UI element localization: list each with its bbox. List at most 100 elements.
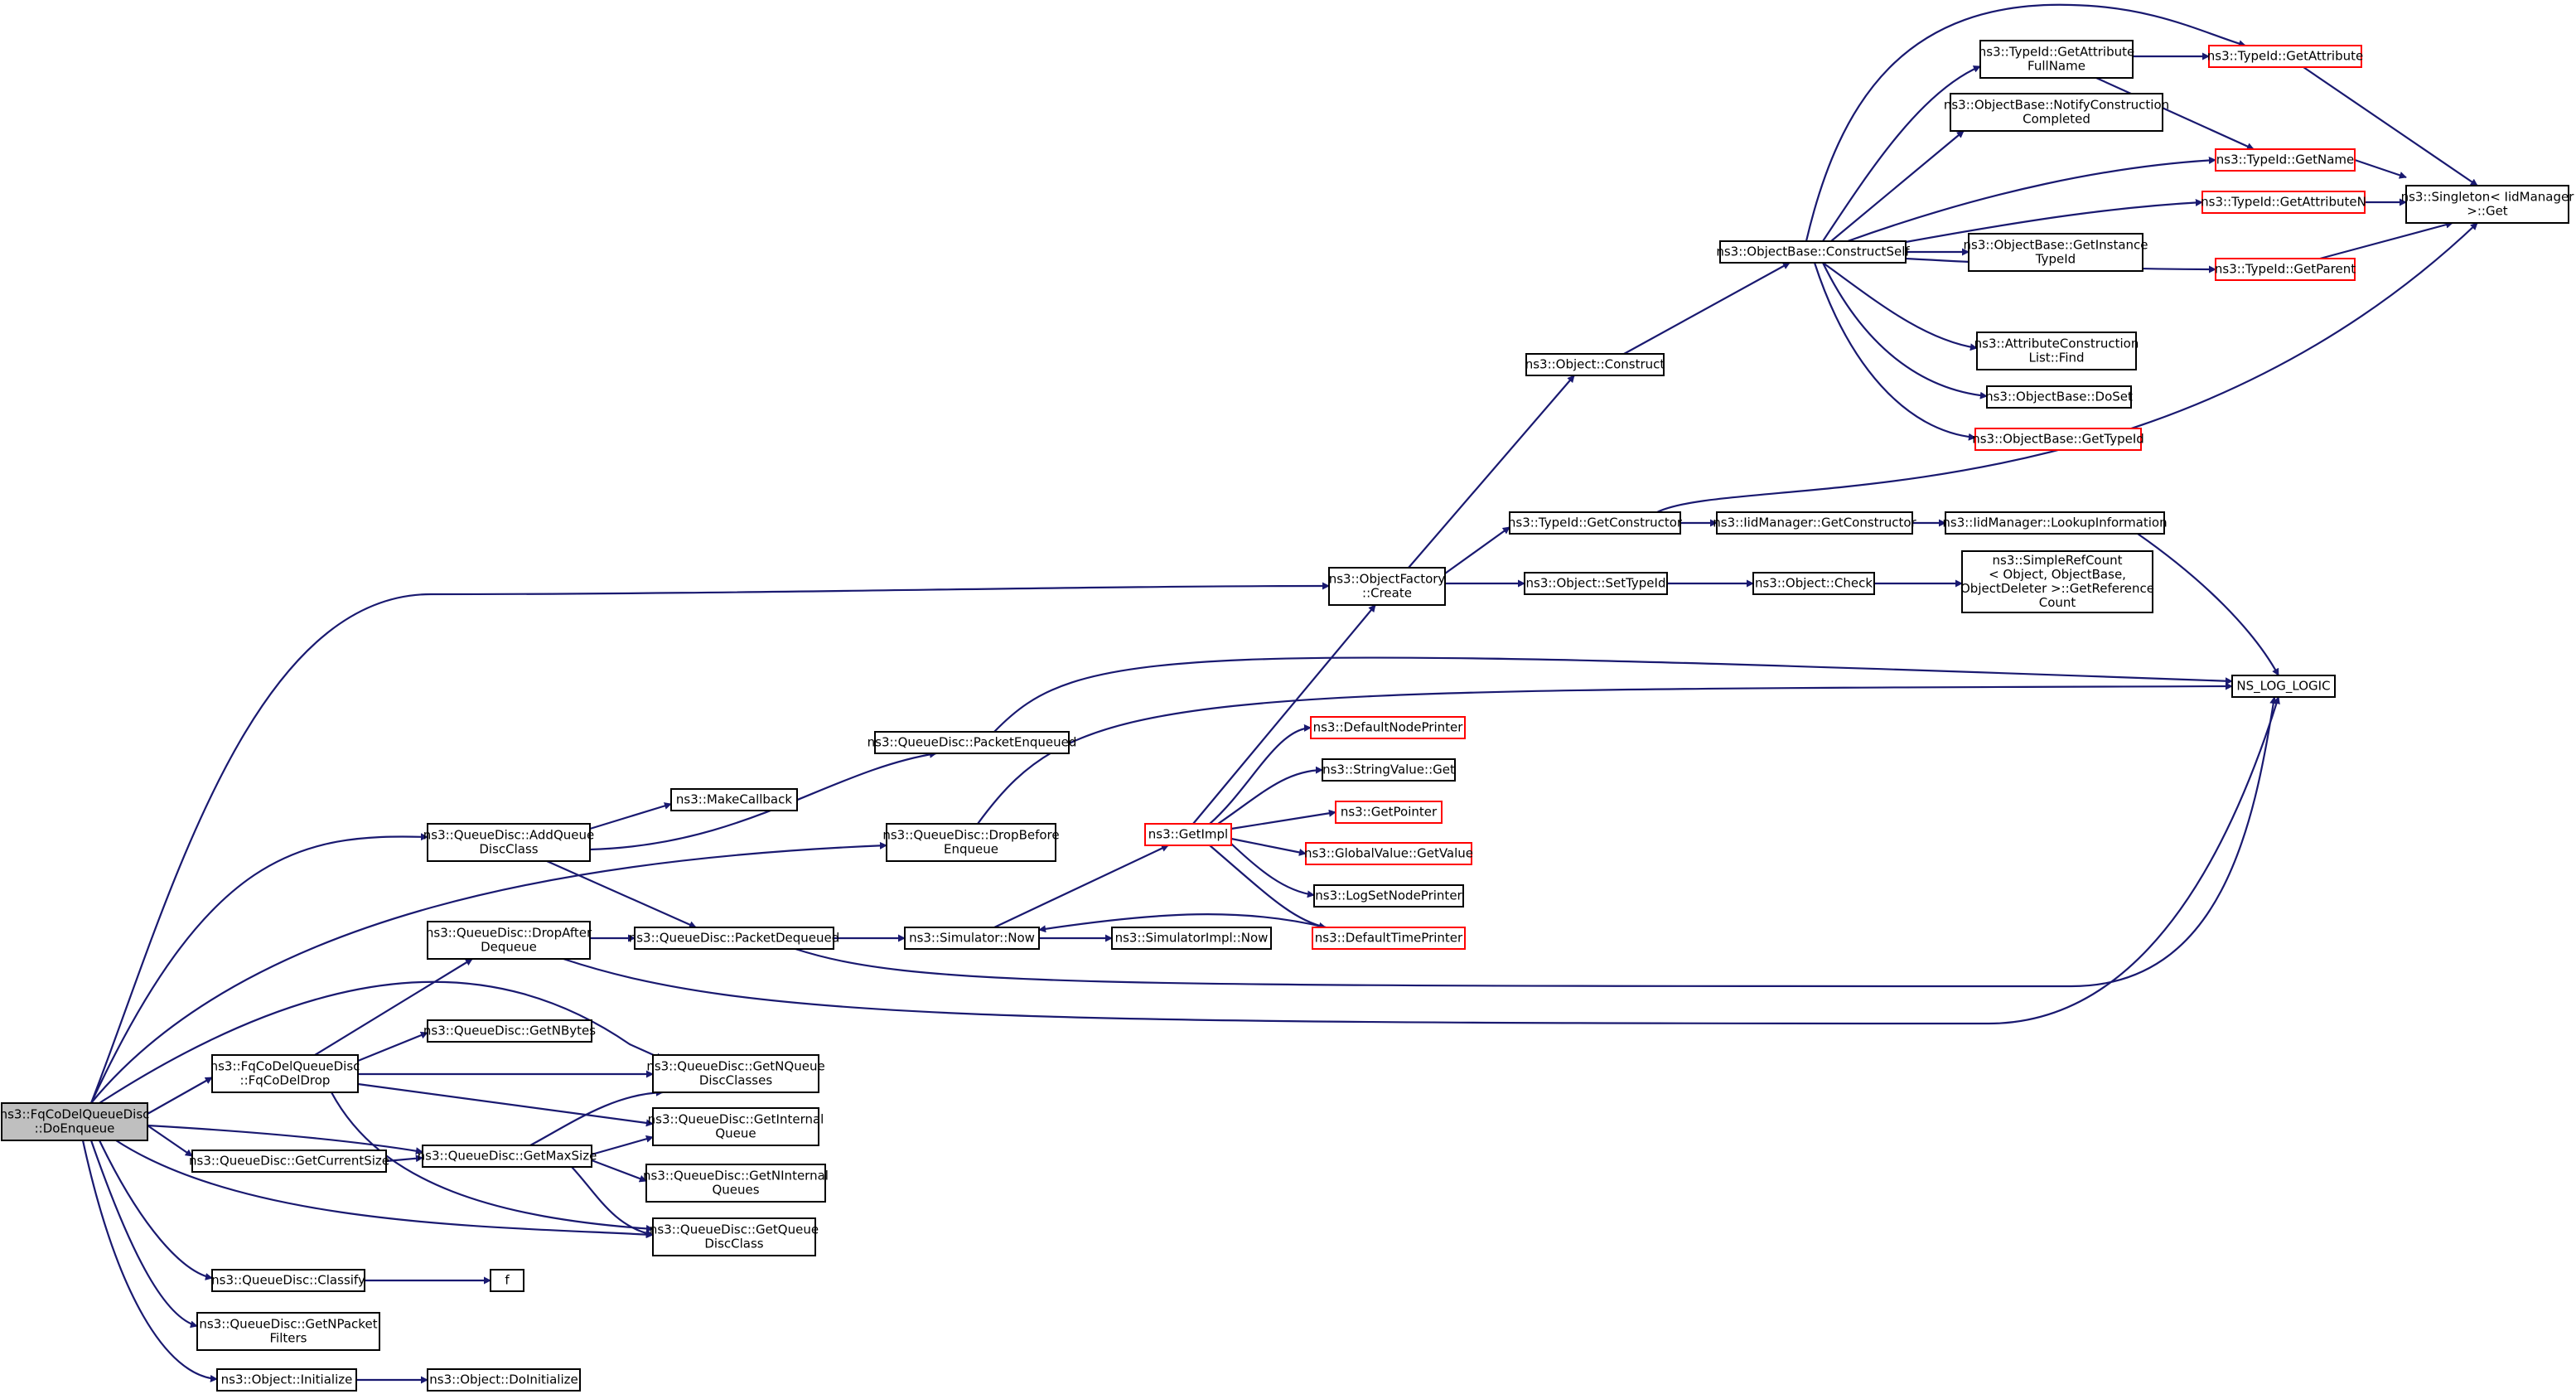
node-singleton[interactable]: ns3::Singleton< IidManager>::Get [2401,185,2575,224]
node-box[interactable] [1968,233,2143,272]
node-doinit[interactable]: ns3::Object::DoInitialize [427,1368,581,1392]
node-box[interactable] [1974,428,2142,451]
node-box[interactable] [874,731,1070,754]
node-box[interactable] [652,1107,819,1146]
node-getcursize[interactable]: ns3::QueueDisc::GetCurrentSize [189,1150,389,1173]
node-box[interactable] [1945,511,2165,535]
node-box[interactable] [634,927,834,950]
node-box[interactable] [652,1054,819,1093]
node-globalvalget[interactable]: ns3::GlobalValue::GetValue [1304,842,1473,865]
node-simplerefcount[interactable]: ns3::SimpleRefCount< Object, ObjectBase,… [1960,550,2154,613]
node-box[interactable] [1961,550,2153,613]
node-box[interactable] [490,1269,524,1292]
node-getimpl[interactable]: ns3::GetImpl [1144,823,1232,846]
node-constructself[interactable]: ns3::ObjectBase::ConstructSelf [1716,240,1910,264]
node-lookupinfo[interactable]: ns3::IidManager::LookupInformation [1942,511,2168,535]
node-box[interactable] [2231,675,2336,698]
node-typeidgetparent[interactable]: ns3::TypeId::GetParent [2215,258,2356,281]
node-box[interactable] [1305,842,1472,865]
node-notifyconstr[interactable]: ns3::ObjectBase::NotifyConstructionCompl… [1944,93,2169,132]
node-pktenq[interactable]: ns3::QueueDisc::PacketEnqueued [868,731,1077,754]
node-box[interactable] [1509,511,1681,535]
node-deftimeprinter[interactable]: ns3::DefaultTimePrinter [1312,927,1466,950]
node-logsetnode[interactable]: ns3::LogSetNodePrinter [1313,884,1464,908]
node-box[interactable] [1328,567,1446,606]
node-box[interactable] [1312,927,1466,950]
node-getpointer[interactable]: ns3::GetPointer [1335,801,1443,824]
node-box[interactable] [1525,353,1665,376]
node-box[interactable] [211,1054,359,1093]
node-typeidgetctor[interactable]: ns3::TypeId::GetConstructor [1508,511,1683,535]
node-box[interactable] [1111,927,1272,950]
node-root[interactable]: ns3::FqCoDelQueueDisc::DoEnqueue [0,1102,149,1141]
node-nslog[interactable]: NS_LOG_LOGIC [2231,675,2336,698]
node-box[interactable] [1979,40,2134,79]
node-simimplnow[interactable]: ns3::SimulatorImpl::Now [1111,927,1272,950]
node-box[interactable] [886,823,1056,862]
node-box[interactable] [2208,45,2362,68]
node-box[interactable] [211,1269,365,1292]
node-box[interactable] [1322,758,1456,782]
node-box[interactable] [1335,801,1443,824]
node-pktdeq[interactable]: ns3::QueueDisc::PacketDequeued [629,927,840,950]
node-box[interactable] [904,927,1040,950]
node-typeidgetattrn[interactable]: ns3::TypeId::GetAttributeN [2201,191,2366,214]
node-typeidgetname[interactable]: ns3::TypeId::GetName [2215,148,2356,172]
node-box[interactable] [1986,385,2132,409]
node-box[interactable] [1,1102,148,1141]
node-box[interactable] [2201,191,2366,214]
node-makecallback[interactable]: ns3::MakeCallback [670,788,798,811]
node-box[interactable] [427,1019,592,1043]
node-box[interactable] [422,1145,592,1168]
node-box[interactable] [216,1368,357,1392]
node-objbasedoset[interactable]: ns3::ObjectBase::DoSet [1985,385,2133,409]
node-box[interactable] [2215,258,2356,281]
node-box[interactable] [2215,148,2356,172]
node-objinit[interactable]: ns3::Object::Initialize [216,1368,357,1392]
node-box[interactable] [191,1150,387,1173]
node-defnodeprinter[interactable]: ns3::DefaultNodePrinter [1310,716,1466,739]
node-box[interactable] [1950,93,2163,132]
node-classify[interactable]: ns3::QueueDisc::Classify [211,1269,365,1292]
node-objbasegettypeid[interactable]: ns3::ObjectBase::GetTypeId [1972,428,2144,451]
node-box[interactable] [1976,332,2137,370]
node-getmaxsize[interactable]: ns3::QueueDisc::GetMaxSize [418,1145,597,1168]
node-box[interactable] [196,1312,380,1351]
node-simnow[interactable]: ns3::Simulator::Now [904,927,1040,950]
node-box[interactable] [427,1368,581,1392]
node-box[interactable] [1524,572,1668,595]
node-box[interactable] [1719,240,1907,264]
node-box[interactable] [2405,185,2569,224]
node-box[interactable] [427,921,591,960]
node-box[interactable] [1144,823,1232,846]
node-box[interactable] [652,1217,816,1256]
node-iidgetctor[interactable]: ns3::IidManager::GetConstructor [1713,511,1917,535]
node-box[interactable] [670,788,798,811]
node-stringvalget[interactable]: ns3::StringValue::Get [1322,758,1456,782]
node-box[interactable] [645,1164,826,1203]
node-getnbytes[interactable]: ns3::QueueDisc::GetNBytes [423,1019,596,1043]
node-objsettypeid[interactable]: ns3::Object::SetTypeId [1524,572,1668,595]
node-objfactory[interactable]: ns3::ObjectFactory::Create [1328,567,1446,606]
node-objcheck[interactable]: ns3::Object::Check [1752,572,1875,595]
node-box[interactable] [1716,511,1913,535]
node-box[interactable] [1310,716,1466,739]
node-objconstruct[interactable]: ns3::Object::Construct [1525,353,1665,376]
node-f[interactable]: f [490,1269,524,1292]
node-box[interactable] [1752,572,1875,595]
node-box[interactable] [427,823,591,862]
node-fqcodeldrop[interactable]: ns3::FqCoDelQueueDisc::FqCoDelDrop [210,1054,360,1093]
node-box[interactable] [1313,884,1464,908]
node-typeidgetattr[interactable]: ns3::TypeId::GetAttribute [2207,45,2363,68]
